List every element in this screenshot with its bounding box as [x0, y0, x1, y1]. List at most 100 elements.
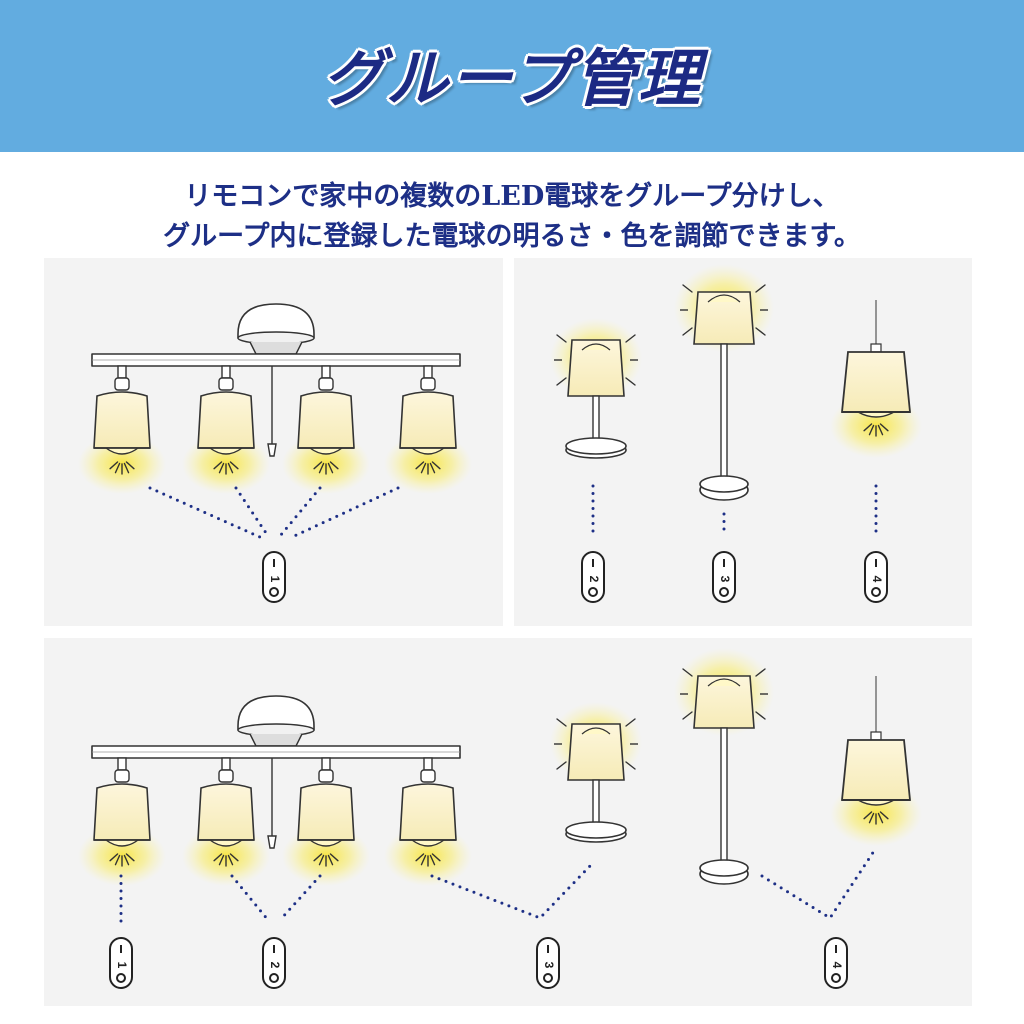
light-rays — [415, 853, 441, 867]
ceiling-canopy — [237, 695, 315, 731]
lamp-stem — [592, 779, 600, 829]
remote-switch-tr-4: 4 — [864, 551, 888, 603]
power-off-mark — [831, 973, 841, 983]
bulb — [105, 447, 139, 455]
bulb — [707, 294, 741, 303]
connection-dots — [234, 486, 270, 538]
spotlight-shade — [93, 783, 151, 841]
remote-body — [581, 551, 605, 603]
bulb — [309, 839, 343, 847]
remote-switch-b-3: 3 — [536, 937, 560, 989]
lamp-shade — [567, 723, 625, 781]
spotlight-shade — [399, 391, 457, 449]
connection-dots — [278, 486, 322, 538]
light-rays — [213, 461, 239, 475]
ceiling-spotlight-fixture — [91, 695, 461, 849]
bulb — [309, 447, 343, 455]
remote-body — [712, 551, 736, 603]
page-title: グループ管理 — [321, 42, 703, 115]
spotlight-shade — [197, 783, 255, 841]
spotlight — [399, 757, 457, 847]
power-off-mark — [871, 587, 881, 597]
remote-group-label: 1 — [268, 576, 282, 583]
connection-dots — [230, 874, 270, 922]
spotlight-shade — [297, 391, 355, 449]
remote-switch-b-4: 4 — [824, 937, 848, 989]
lamp-shade — [841, 739, 911, 801]
lamp-pole — [720, 343, 728, 483]
bulb — [857, 799, 895, 806]
light-rays — [213, 853, 239, 867]
light-rays — [554, 334, 638, 386]
spotlight — [93, 365, 151, 455]
bulb — [209, 447, 243, 455]
light-rays — [554, 718, 638, 770]
remote-switch-b-2: 2 — [262, 937, 286, 989]
remote-group-label: 4 — [830, 962, 844, 969]
bulb — [581, 727, 611, 735]
light-rays — [680, 668, 768, 720]
remote-body — [824, 937, 848, 989]
connection-dots — [288, 486, 400, 540]
light-rays — [680, 284, 768, 336]
light-rays — [109, 853, 135, 867]
header-banner: グループ管理 — [0, 0, 1024, 152]
spotlight — [297, 757, 355, 847]
description-line-2: グループ内に登録した電球の明るさ・色を調節できます。 — [163, 221, 861, 252]
connection-dots — [278, 874, 322, 922]
pendant-lamp — [841, 300, 911, 418]
power-off-mark — [588, 587, 598, 597]
ceiling-canopy — [237, 303, 315, 339]
power-off-mark — [543, 973, 553, 983]
light-rays — [313, 853, 339, 867]
remote-group-label: 3 — [718, 576, 732, 583]
power-off-mark — [269, 587, 279, 597]
remote-group-label: 2 — [587, 576, 601, 583]
lamp-stem — [592, 395, 600, 445]
remote-body — [109, 937, 133, 989]
spotlight-shade — [297, 783, 355, 841]
spotlight-shade — [197, 391, 255, 449]
spotlight — [197, 757, 255, 847]
spotlight — [399, 365, 457, 455]
remote-body — [864, 551, 888, 603]
light-rays — [313, 461, 339, 475]
spotlight — [93, 757, 151, 847]
light-rays — [109, 461, 135, 475]
power-off-mark — [719, 587, 729, 597]
light-rays — [863, 811, 889, 825]
connection-dots — [760, 846, 878, 921]
connection-dots — [148, 486, 264, 540]
spotlight-shade — [399, 783, 457, 841]
pendant-lamp — [841, 676, 911, 806]
bulb — [209, 839, 243, 847]
spotlight — [297, 365, 355, 455]
remote-switch-tr-2: 2 — [581, 551, 605, 603]
remote-group-label: 2 — [268, 962, 282, 969]
power-off-mark — [116, 973, 126, 983]
bulb — [411, 839, 445, 847]
spotlight — [197, 365, 255, 455]
remote-switch-tl-1: 1 — [262, 551, 286, 603]
remote-switch-b-1: 1 — [109, 937, 133, 989]
remote-group-label: 3 — [542, 962, 556, 969]
connection-dots — [430, 864, 592, 920]
bulb — [411, 447, 445, 455]
power-off-mark — [269, 973, 279, 983]
ceiling-spotlight-fixture — [91, 303, 461, 457]
floor-lamp — [693, 291, 755, 501]
spotlight-shade — [93, 391, 151, 449]
table-lamp — [565, 339, 627, 459]
remote-group-label: 4 — [870, 576, 884, 583]
description-line-1: リモコンで家中の複数のLED電球をグループ分けし、 — [184, 181, 840, 212]
bulb — [707, 678, 741, 687]
lamp-shade — [841, 351, 911, 413]
remote-group-label: 1 — [115, 962, 129, 969]
lamp-shade — [693, 675, 755, 729]
light-rays — [863, 423, 889, 437]
lamp-shade — [567, 339, 625, 397]
light-rays — [415, 461, 441, 475]
lamp-shade — [693, 291, 755, 345]
floor-lamp — [693, 675, 755, 885]
